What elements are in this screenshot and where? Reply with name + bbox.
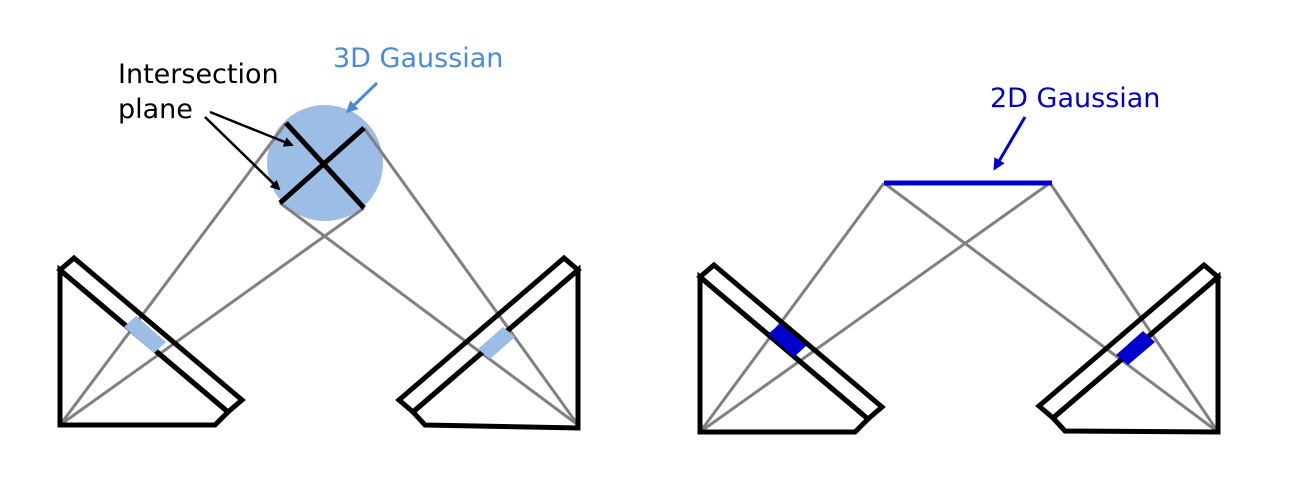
right-rays bbox=[698, 181, 1220, 434]
right-camera-frustum bbox=[395, 254, 582, 431]
ray bbox=[699, 181, 1051, 434]
ray bbox=[279, 201, 579, 427]
pointer-arrow bbox=[209, 110, 294, 147]
ray bbox=[58, 122, 288, 426]
pointer-arrow bbox=[204, 116, 281, 191]
ray bbox=[1048, 182, 1220, 433]
intersection-plane-label-line2: plane bbox=[118, 94, 193, 125]
gaussian-footprint bbox=[478, 327, 515, 359]
image-plane bbox=[1035, 261, 1222, 422]
left-camera-frustum bbox=[696, 261, 886, 435]
gaussian-footprint bbox=[124, 316, 166, 353]
ray bbox=[362, 127, 580, 426]
gaussian-3d-arrow bbox=[345, 81, 379, 114]
image-plane bbox=[56, 254, 246, 416]
ray bbox=[698, 182, 886, 433]
image-plane bbox=[395, 254, 582, 416]
ray bbox=[883, 181, 1219, 434]
right-panel: 2D Gaussian bbox=[696, 83, 1222, 435]
gaussian-2d-label: 2D Gaussian bbox=[990, 83, 1160, 114]
intersection-plane bbox=[278, 126, 366, 205]
left-rays bbox=[58, 122, 580, 427]
gaussian-2d-arrow bbox=[993, 116, 1027, 171]
gaussian-footprint bbox=[768, 324, 806, 357]
gaussian-footprint bbox=[1116, 331, 1155, 365]
intersection-planes bbox=[278, 121, 366, 210]
image-plane bbox=[696, 261, 886, 423]
gaussian-3d-label: 3D Gaussian bbox=[333, 43, 503, 74]
intersection-plane-label: Intersection bbox=[118, 59, 279, 90]
left-panel: Intersection plane 3D Gaussian bbox=[56, 43, 582, 431]
ray bbox=[59, 206, 365, 427]
right-camera-frustum bbox=[1035, 261, 1222, 435]
left-camera-frustum bbox=[56, 254, 246, 428]
